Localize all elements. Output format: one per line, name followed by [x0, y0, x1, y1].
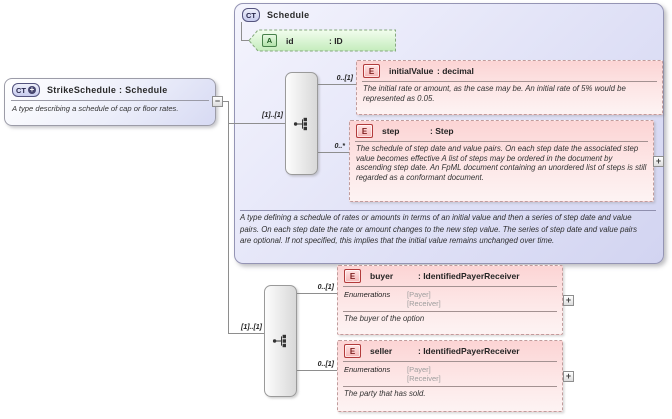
divider — [343, 286, 557, 287]
enumerations-row: Enumerations [Payer] [Receiver] — [338, 362, 562, 386]
enum-value: [Payer] — [407, 365, 431, 374]
connector-line — [295, 293, 337, 294]
element-type: : IdentifiedPayerReceiver — [418, 271, 520, 281]
connector-line — [316, 152, 349, 153]
sequence-connector[interactable] — [285, 72, 318, 175]
occurrence-label: [1]..[1] — [241, 324, 262, 331]
root-type-doc: A type describing a schedule of cap or f… — [12, 104, 179, 113]
attribute-name: id — [286, 35, 294, 46]
divider — [343, 311, 557, 312]
element-icon: E — [363, 64, 380, 78]
schedule-type-doc: A type defining a schedule of rates or a… — [240, 213, 638, 245]
sequence-icon — [272, 334, 286, 348]
element-initialvalue-box[interactable]: E initialValue : decimal The initial rat… — [356, 60, 663, 115]
connector-line — [295, 370, 337, 371]
divider — [362, 81, 657, 82]
element-doc: The initial rate or amount, as the case … — [363, 84, 626, 103]
collapse-button[interactable]: − — [212, 96, 223, 107]
root-type-title: StrikeSchedule : Schedule — [47, 85, 168, 95]
element-doc: The schedule of step date and value pair… — [356, 144, 647, 182]
connector-line — [228, 333, 265, 334]
element-icon: E — [344, 344, 361, 358]
sequence-connector[interactable] — [264, 285, 297, 397]
sequence-icon — [293, 117, 307, 130]
complex-type-plus-icon: CT + — [12, 83, 40, 97]
connector-line — [241, 40, 249, 41]
occurrence-label: 0..[1] — [317, 361, 334, 368]
divider — [343, 361, 557, 362]
connector-line — [228, 101, 229, 334]
complex-type-icon: CT — [242, 8, 260, 22]
attribute-id-box[interactable]: A id : ID — [248, 29, 397, 52]
plus-circle-icon: + — [28, 85, 36, 94]
element-type: : IdentifiedPayerReceiver — [418, 346, 520, 356]
element-step-box[interactable]: E step : Step The schedule of step date … — [349, 120, 654, 202]
connector-line — [316, 84, 356, 85]
enum-value: [Payer] — [407, 290, 431, 299]
complex-type-icon-label: CT — [246, 10, 256, 20]
complex-type-icon-label: CT — [16, 85, 26, 95]
expand-button[interactable]: + — [563, 295, 574, 306]
element-type: : decimal — [437, 66, 474, 76]
element-name: step — [382, 126, 400, 136]
schedule-type-header: CT Schedule — [235, 4, 663, 24]
enumerations-row: Enumerations [Payer] [Receiver] — [338, 287, 562, 311]
element-name: seller — [370, 346, 393, 356]
element-type: : Step — [430, 126, 454, 136]
occurrence-label: 0..* — [334, 143, 345, 150]
element-doc: The buyer of the option — [344, 314, 425, 323]
root-type-box[interactable]: CT + StrikeSchedule : Schedule A type de… — [4, 78, 216, 126]
expand-button[interactable]: + — [563, 371, 574, 382]
enumerations-label: Enumerations — [344, 365, 391, 374]
enum-value: [Receiver] — [407, 299, 441, 308]
element-seller-box[interactable]: E seller : IdentifiedPayerReceiver Enume… — [337, 340, 563, 412]
occurrence-label: 0..[1] — [336, 75, 353, 82]
enum-value: [Receiver] — [407, 374, 441, 383]
element-icon: E — [344, 269, 361, 283]
occurrence-label: 0..[1] — [317, 284, 334, 291]
attribute-tag-shape — [248, 29, 396, 52]
enumerations-label: Enumerations — [344, 290, 391, 299]
occurrence-label: [1]..[1] — [262, 112, 283, 119]
divider — [355, 141, 648, 142]
element-icon: E — [356, 124, 373, 138]
attribute-type: : ID — [329, 35, 343, 46]
expand-button[interactable]: + — [653, 156, 664, 167]
attribute-icon: A — [262, 34, 277, 47]
divider — [240, 210, 656, 211]
divider — [11, 100, 209, 101]
divider — [343, 386, 557, 387]
connector-line — [241, 22, 242, 41]
element-buyer-box[interactable]: E buyer : IdentifiedPayerReceiver Enumer… — [337, 265, 563, 335]
element-name: buyer — [370, 271, 394, 281]
element-name: initialValue — [389, 66, 434, 76]
connector-line — [218, 101, 229, 102]
element-doc: The party that has sold. — [344, 389, 426, 398]
schedule-type-title: Schedule — [267, 10, 310, 20]
connector-line — [228, 123, 286, 124]
